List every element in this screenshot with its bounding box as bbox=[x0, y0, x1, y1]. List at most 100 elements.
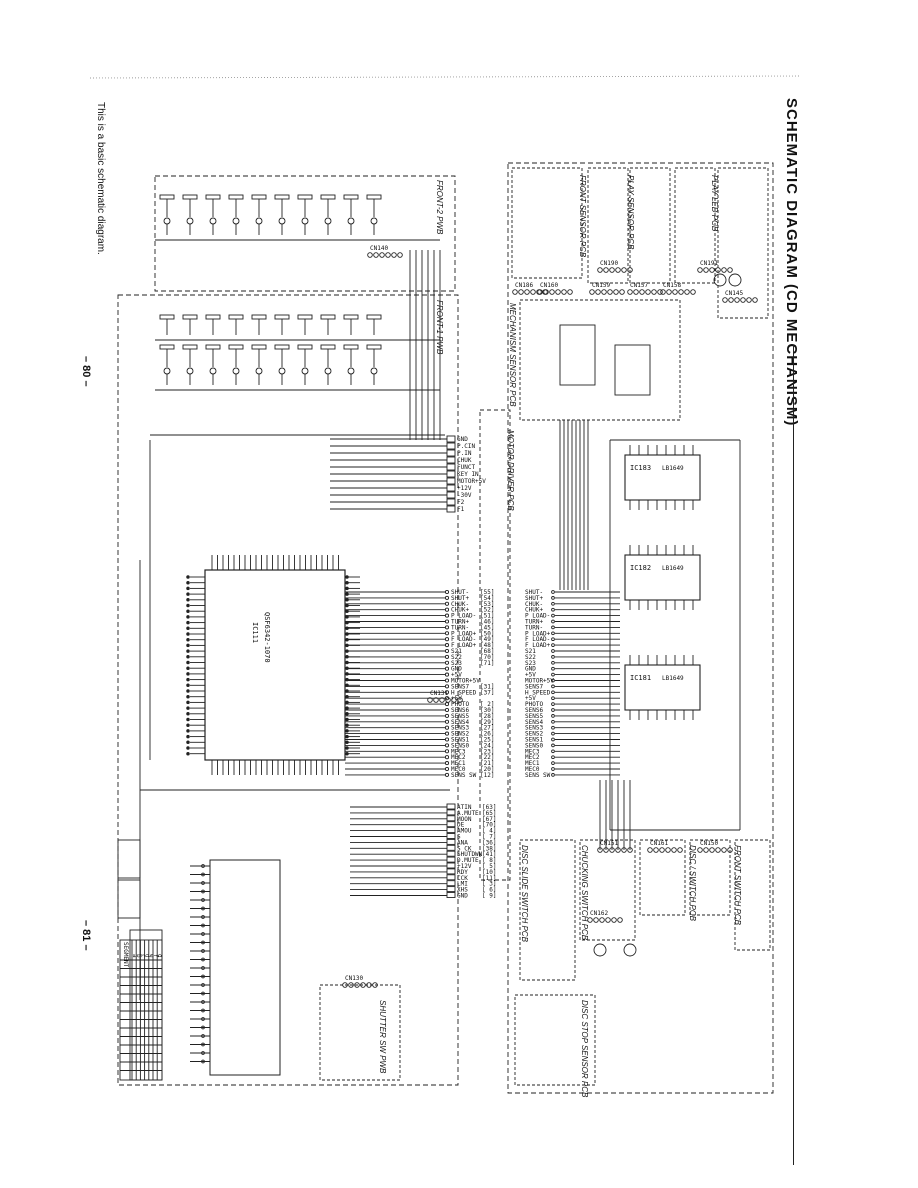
connector-label: CN145 bbox=[725, 290, 743, 297]
switch bbox=[163, 367, 171, 375]
pin-box bbox=[446, 477, 456, 485]
connector-pin bbox=[746, 297, 752, 303]
mid-bus-signal: F LOAD+ bbox=[451, 642, 477, 649]
pin-box bbox=[446, 838, 456, 845]
mid-bus-pin: [68] bbox=[480, 648, 494, 655]
terminal bbox=[444, 707, 450, 713]
mid-bus-signal: S23 bbox=[451, 660, 462, 667]
pin-dot bbox=[186, 598, 190, 602]
connector-pin bbox=[677, 847, 683, 853]
mid-bus-signal: SENS5 bbox=[451, 713, 469, 720]
mech-bus-signal: CHUK+ bbox=[525, 607, 543, 614]
connector-pin bbox=[660, 289, 666, 295]
front2-board-label: FRONT-2 PWB bbox=[435, 180, 444, 235]
resistor bbox=[159, 344, 175, 350]
pin-box bbox=[446, 844, 456, 851]
lower-bus-pin: [11] bbox=[482, 875, 496, 882]
connector-pin bbox=[657, 289, 663, 295]
shutter-sw-frame bbox=[319, 984, 401, 1081]
mid-bus-signal: MEC0 bbox=[451, 766, 466, 773]
pin-box bbox=[446, 442, 456, 450]
chucking-switch-label: CHUCKING SWITCH PCB bbox=[580, 845, 589, 941]
connector-pin bbox=[609, 267, 615, 273]
pin-dot bbox=[345, 712, 349, 716]
resistor bbox=[251, 314, 267, 320]
mid-bus-pin: [51] bbox=[480, 613, 494, 620]
ic181-type: LB1649 bbox=[662, 675, 684, 682]
main-ic-part-number: QSF6342-1070 bbox=[263, 612, 271, 663]
mid-bus-signal: SENS6 bbox=[451, 707, 469, 714]
terminal bbox=[444, 595, 450, 600]
mid-bus-signal: TURN- bbox=[451, 624, 469, 631]
mid-bus-signal: SENS7 bbox=[451, 683, 469, 690]
mech-bus-signal: SENS7 bbox=[525, 683, 543, 690]
terminal bbox=[444, 684, 450, 689]
connector-pin bbox=[555, 289, 561, 295]
terminal bbox=[551, 590, 555, 594]
connector-pin bbox=[617, 917, 623, 923]
mechanism-sensor-board-label: MECHANISM SENSOR PCB bbox=[508, 303, 517, 407]
ic183-body bbox=[624, 454, 701, 501]
resistor bbox=[274, 344, 290, 350]
connector-pin bbox=[627, 267, 633, 273]
main-ic-body bbox=[204, 569, 346, 761]
pin-dot bbox=[186, 729, 190, 733]
resistor bbox=[159, 194, 175, 200]
segment-table bbox=[119, 939, 163, 1081]
connector-pin bbox=[672, 289, 678, 295]
resistor bbox=[343, 344, 359, 350]
pin-dot bbox=[345, 586, 349, 591]
connector-pin bbox=[727, 847, 733, 853]
terminal bbox=[444, 643, 450, 648]
pin-dot bbox=[345, 620, 349, 625]
lower-bus-signal: AMOU bbox=[457, 828, 472, 835]
mech-bus-signal: +5V bbox=[525, 695, 536, 702]
connector-label: CN151 bbox=[600, 840, 618, 847]
terminal bbox=[551, 690, 555, 695]
connector-pin bbox=[615, 267, 621, 273]
mid-bus-pin: [54] bbox=[480, 595, 494, 602]
resistor bbox=[297, 344, 313, 350]
pin-dot bbox=[186, 586, 190, 591]
connector-pin bbox=[342, 982, 348, 988]
connector-pin bbox=[589, 289, 595, 295]
pin-dot bbox=[201, 889, 205, 894]
connector-pin bbox=[367, 252, 373, 258]
pin-dot bbox=[186, 609, 190, 613]
mid-bus-pin: [70] bbox=[480, 654, 494, 661]
mid-bus-pin: [27] bbox=[480, 725, 494, 732]
pin-dot bbox=[186, 706, 190, 710]
mech-bus-signal: S21 bbox=[525, 648, 536, 655]
lower-bus-signal: S bbox=[457, 834, 461, 841]
terminal bbox=[551, 761, 555, 765]
terminal bbox=[444, 755, 450, 760]
mid-bus-signal: H SPEED bbox=[451, 689, 477, 696]
mech-bus-signal: SENS2 bbox=[525, 731, 543, 738]
terminal bbox=[444, 731, 450, 736]
lower-bus-signal: ATIN bbox=[457, 804, 472, 811]
mid-bus-pin: [46] bbox=[480, 619, 494, 626]
lower-bus-signal: ANA bbox=[457, 839, 468, 846]
mid-bus-signal: SHUT+ bbox=[451, 595, 469, 602]
pin-box bbox=[446, 892, 456, 898]
mid-bus-pin: [50] bbox=[480, 630, 494, 637]
lower-bus-signal: XHS bbox=[457, 887, 468, 894]
pin-dot bbox=[186, 712, 190, 716]
pin-dot bbox=[186, 655, 190, 659]
switch bbox=[209, 217, 217, 225]
terminal bbox=[444, 743, 450, 748]
terminal bbox=[444, 702, 450, 707]
pin-dot bbox=[186, 620, 190, 625]
terminal bbox=[444, 772, 450, 777]
terminal bbox=[444, 766, 450, 772]
pin-dot bbox=[186, 592, 190, 596]
terminal bbox=[444, 725, 450, 730]
switch bbox=[163, 217, 171, 225]
pin-dot bbox=[186, 734, 190, 739]
connector-pin bbox=[543, 289, 549, 295]
pin-dot bbox=[201, 940, 205, 945]
lower-bus-pin: [67] bbox=[482, 816, 496, 823]
mech-bus-signal: SHUT- bbox=[525, 589, 543, 596]
pin-dot bbox=[345, 598, 349, 602]
connector-pin bbox=[457, 697, 463, 703]
